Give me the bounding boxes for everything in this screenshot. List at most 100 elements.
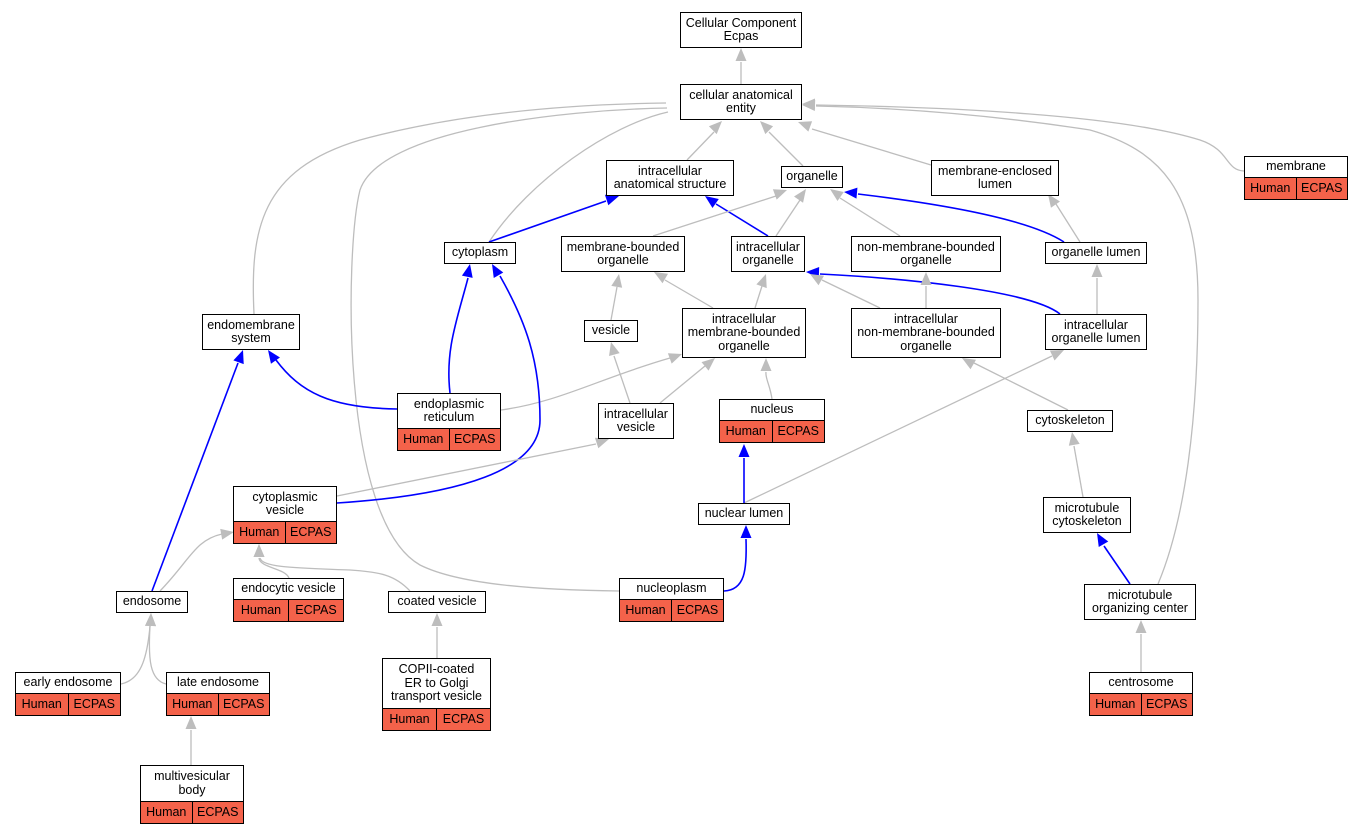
edge-cytoplasm-ias xyxy=(488,200,607,243)
arrowhead-mtc-cytoskeleton xyxy=(1068,432,1080,446)
arrowhead-iol-ol xyxy=(1091,264,1103,277)
edge-cv-cytoplasm xyxy=(336,275,541,504)
species-tag[interactable]: Human xyxy=(234,522,285,543)
edge-es-cae xyxy=(252,102,667,315)
arrowhead-inmbo-nmbo xyxy=(920,272,932,285)
arrowhead-inmbo-io xyxy=(810,274,825,286)
node-mtc[interactable]: microtubule cytoskeleton xyxy=(1043,497,1131,533)
gene-tag[interactable]: ECPAS xyxy=(288,600,343,621)
edge-nucleus-imbo xyxy=(765,371,773,400)
species-tag[interactable]: Human xyxy=(1090,694,1141,715)
node-vesicle[interactable]: vesicle xyxy=(584,320,638,342)
edge-imbo-io xyxy=(754,285,763,309)
node-label: intracellular organelle lumen xyxy=(1051,317,1141,345)
node-es[interactable]: endomembrane system xyxy=(202,314,300,350)
node-iol[interactable]: intracellular organelle lumen xyxy=(1045,314,1147,350)
edge-ias-cae xyxy=(686,131,715,161)
gene-tag[interactable]: ECPAS xyxy=(436,709,490,730)
species-tag[interactable]: Human xyxy=(167,694,218,715)
node-ol[interactable]: organelle lumen xyxy=(1045,242,1147,264)
node-label: nuclear lumen xyxy=(704,506,784,521)
node-label: microtubule organizing center xyxy=(1092,587,1188,615)
node-label: intracellular vesicle xyxy=(604,406,668,434)
edge-cytoskeleton-inmbo xyxy=(973,362,1069,411)
node-organelle[interactable]: organelle xyxy=(781,166,843,188)
arrowhead-cae-cc xyxy=(735,48,747,61)
arrowhead-vesicle-mbo xyxy=(611,274,623,288)
node-label: endosome xyxy=(122,594,182,609)
gene-tag[interactable]: ECPAS xyxy=(191,802,243,823)
node-cytoplasm[interactable]: cytoplasm xyxy=(444,242,516,264)
species-tag[interactable]: Human xyxy=(141,802,192,823)
arrowhead-organelle-cae xyxy=(760,121,774,135)
gene-tag[interactable]: ECPAS xyxy=(1140,694,1192,715)
gene-tag[interactable]: ECPAS xyxy=(671,600,723,621)
edge-iv-vesicle xyxy=(613,355,631,404)
edge-cytoplasm-cae xyxy=(488,111,669,243)
node-label: membrane-enclosed lumen xyxy=(938,163,1052,191)
node-inmbo[interactable]: intracellular non-membrane-bounded organ… xyxy=(851,308,1001,358)
species-tag[interactable]: Human xyxy=(383,709,436,730)
node-io[interactable]: intracellular organelle xyxy=(731,236,805,272)
node-coated[interactable]: coated vesicle xyxy=(388,591,486,613)
edge-endosome-es xyxy=(151,362,239,592)
species-tag[interactable]: Human xyxy=(398,429,449,450)
species-tag[interactable]: Human xyxy=(620,600,671,621)
species-tag[interactable]: Human xyxy=(16,694,68,715)
node-label: centrosome xyxy=(1108,675,1174,690)
arrowhead-ias-cae xyxy=(708,121,722,135)
arrowhead-imbo-io xyxy=(756,274,767,289)
edge-np-nl xyxy=(723,538,748,592)
node-mtoc[interactable]: microtubule organizing center xyxy=(1084,584,1196,620)
species-tag[interactable]: Human xyxy=(720,421,772,442)
arrowhead-er-imbo xyxy=(667,353,682,364)
node-nmbo[interactable]: non-membrane-bounded organelle xyxy=(851,236,1001,272)
node-mel[interactable]: membrane-enclosed lumen xyxy=(931,160,1059,196)
arrowhead-cytoskeleton-inmbo xyxy=(962,358,977,370)
node-label: cytoplasm xyxy=(451,245,509,260)
arrowhead-ol-organelle xyxy=(844,187,858,199)
node-cae[interactable]: cellular anatomical entity xyxy=(680,84,802,120)
node-label: endoplasmic reticulum xyxy=(413,396,485,424)
arrowhead-coated-cv xyxy=(253,544,265,557)
node-cc[interactable]: Cellular Component Ecpas xyxy=(680,12,802,48)
node-mbo[interactable]: membrane-bounded organelle xyxy=(561,236,685,272)
node-label: intracellular organelle xyxy=(736,239,800,267)
species-tag[interactable]: Human xyxy=(1245,178,1296,199)
gene-tag[interactable]: ECPAS xyxy=(1295,178,1347,199)
node-ias[interactable]: intracellular anatomical structure xyxy=(606,160,734,196)
arrowhead-iv-imbo xyxy=(701,358,715,371)
gene-tag[interactable]: ECPAS xyxy=(771,421,824,442)
gene-tag[interactable]: ECPAS xyxy=(217,694,269,715)
gene-tag[interactable]: ECPAS xyxy=(284,522,336,543)
arrowhead-io-ias xyxy=(705,196,719,208)
gene-tag[interactable]: ECPAS xyxy=(448,429,500,450)
node-label: cytoplasmic vesicle xyxy=(252,489,318,517)
node-nl[interactable]: nuclear lumen xyxy=(698,503,790,525)
edge-ol-mel xyxy=(1055,203,1081,243)
node-copii[interactable]: COPII-coated ER to Golgi transport vesic… xyxy=(382,658,491,731)
species-tag[interactable]: Human xyxy=(234,600,288,621)
node-imbo[interactable]: intracellular membrane-bounded organelle xyxy=(682,308,806,358)
edge-inmbo-io xyxy=(821,279,881,309)
gene-tag[interactable]: ECPAS xyxy=(67,694,120,715)
node-endosome[interactable]: endosome xyxy=(116,591,188,613)
edge-nmbo-organelle xyxy=(839,197,901,237)
node-iv[interactable]: intracellular vesicle xyxy=(598,403,674,439)
node-cytoskeleton[interactable]: cytoskeleton xyxy=(1027,410,1113,432)
